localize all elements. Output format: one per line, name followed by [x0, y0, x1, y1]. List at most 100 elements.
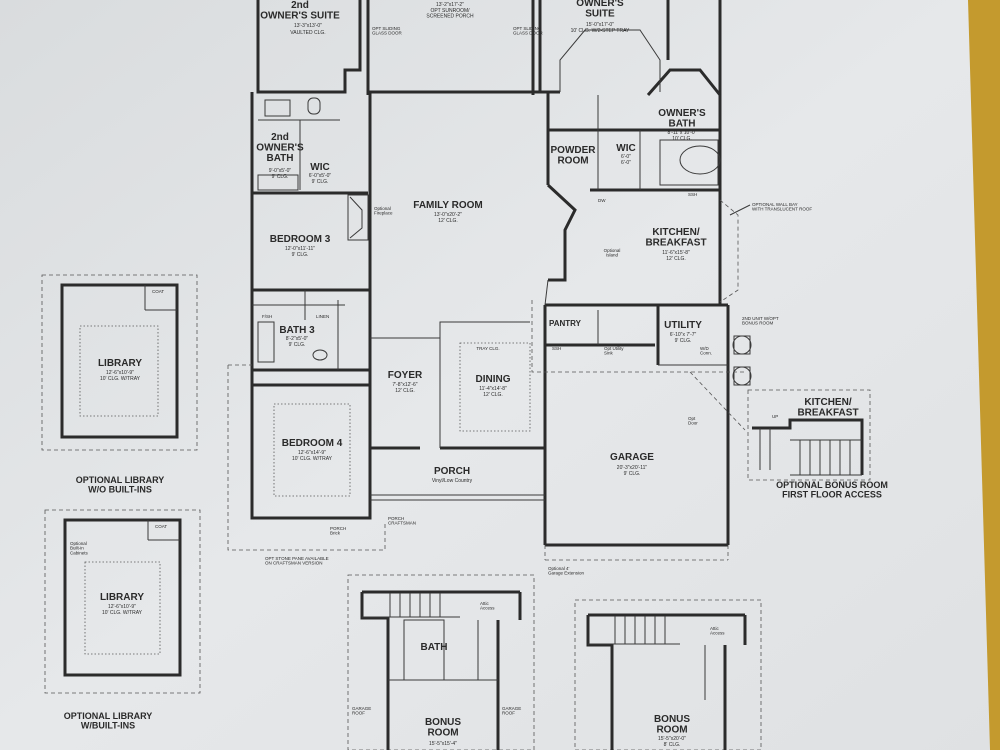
svg-text:10' CLG. W/TRAY: 10' CLG. W/TRAY: [102, 610, 143, 616]
svg-text:10' CLG. W/2-STEP TRAY: 10' CLG. W/2-STEP TRAY: [571, 28, 630, 34]
svg-text:9' CLG.: 9' CLG.: [675, 338, 692, 344]
svg-text:DW: DW: [598, 198, 606, 203]
svg-text:OPT SUNROOM/SCREENED PORCH: OPT SUNROOM/SCREENED PORCH: [426, 8, 474, 19]
label-library-1: LIBRARY: [98, 358, 142, 369]
svg-text:13'-0"x20'-2": 13'-0"x20'-2": [434, 212, 462, 218]
label-bath-bonus: BATH: [420, 642, 447, 653]
svg-text:13'-2"x17'-2": 13'-2"x17'-2": [436, 2, 464, 8]
svg-text:11'-4"x14'-8": 11'-4"x14'-8": [479, 386, 507, 392]
svg-text:F/SH: F/SH: [262, 314, 272, 319]
svg-text:8'-2"x5'-0": 8'-2"x5'-0": [286, 336, 309, 342]
svg-text:9' CLG.: 9' CLG.: [272, 174, 289, 180]
label-bath-3: BATH 3: [279, 325, 315, 336]
svg-text:LINEN: LINEN: [316, 314, 329, 319]
label-garage: GARAGE: [610, 452, 654, 463]
bonus-room-2-plan: [574, 599, 762, 750]
svg-text:SSH: SSH: [688, 192, 697, 197]
library-inset-2: [44, 509, 201, 694]
svg-text:12'-6"x14'-9": 12'-6"x14'-9": [298, 450, 326, 456]
label-kitchen-inset: KITCHEN/BREAKFAST: [797, 397, 858, 419]
svg-text:9' CLG.: 9' CLG.: [624, 471, 641, 477]
svg-text:15'-5"x20'-0": 15'-5"x20'-0": [658, 736, 686, 742]
svg-text:20'-3"x20'-11": 20'-3"x20'-11": [617, 465, 648, 471]
svg-text:UP: UP: [772, 414, 778, 419]
svg-text:6'-10"x 7'-7": 6'-10"x 7'-7": [670, 332, 697, 338]
label-pantry: PANTRY: [549, 319, 582, 328]
label-utility: UTILITY: [664, 320, 702, 331]
label-wic-right: WIC: [616, 143, 635, 154]
main-floor-walls: [250, 0, 730, 547]
svg-text:9' CLG.: 9' CLG.: [292, 252, 309, 258]
svg-text:7'-8"x12'-6": 7'-8"x12'-6": [392, 382, 417, 388]
label-porch: PORCH: [434, 466, 470, 477]
svg-text:10' CLG. W/TRAY: 10' CLG. W/TRAY: [100, 376, 141, 382]
svg-text:13'-3"x13'-0": 13'-3"x13'-0": [294, 23, 322, 29]
svg-text:COAT: COAT: [155, 524, 167, 529]
label-kitchen: KITCHEN/BREAKFAST: [645, 227, 706, 249]
label-bedroom-3: BEDROOM 3: [270, 234, 331, 245]
svg-text:15'-0"x17'-0": 15'-0"x17'-0": [586, 22, 614, 28]
svg-text:12' CLG.: 12' CLG.: [666, 256, 686, 262]
svg-text:SSH: SSH: [552, 346, 561, 351]
library-inset-1: [41, 274, 198, 451]
svg-text:11'-6"x15'-8": 11'-6"x15'-8": [662, 250, 690, 256]
svg-text:VAULTED CLG.: VAULTED CLG.: [290, 30, 325, 36]
label-foyer: FOYER: [388, 370, 423, 381]
svg-text:COAT: COAT: [152, 289, 164, 294]
svg-text:15'-5"x15'-4": 15'-5"x15'-4": [429, 741, 457, 747]
svg-text:12' CLG.: 12' CLG.: [483, 392, 503, 398]
svg-text:6'-0": 6'-0": [621, 160, 631, 166]
svg-text:9' CLG.: 9' CLG.: [289, 342, 306, 348]
svg-text:12'-6"x10'-9": 12'-6"x10'-9": [108, 604, 136, 610]
label-wic-left: WIC: [310, 162, 329, 173]
bonus-room-1-plan: [347, 574, 535, 750]
svg-text:8' CLG.: 8' CLG.: [664, 742, 681, 748]
dashed-overlays: [227, 204, 751, 561]
svg-text:6'-0": 6'-0": [621, 154, 631, 160]
bonus-access-inset: [747, 389, 871, 481]
label-bedroom-4: BEDROOM 4: [282, 438, 343, 449]
svg-text:12' CLG.: 12' CLG.: [395, 388, 415, 394]
svg-text:Vinyl/Low Country: Vinyl/Low Country: [432, 478, 473, 484]
svg-text:10' CLG.: 10' CLG.: [672, 136, 692, 142]
svg-text:9' CLG.: 9' CLG.: [312, 179, 329, 185]
svg-text:TRAY CLG.: TRAY CLG.: [476, 346, 499, 351]
svg-text:12'-6"x10'-9": 12'-6"x10'-9": [106, 370, 134, 376]
svg-text:8'-11"x 10'-0": 8'-11"x 10'-0": [668, 130, 697, 136]
svg-text:10' CLG. W/TRAY: 10' CLG. W/TRAY: [292, 456, 333, 462]
label-library-2: LIBRARY: [100, 592, 144, 603]
label-dining: DINING: [476, 374, 511, 385]
svg-text:Optional 4'Garage Extension: Optional 4'Garage Extension: [548, 566, 585, 576]
svg-text:12'-0"x11'-11": 12'-0"x11'-11": [285, 246, 315, 252]
